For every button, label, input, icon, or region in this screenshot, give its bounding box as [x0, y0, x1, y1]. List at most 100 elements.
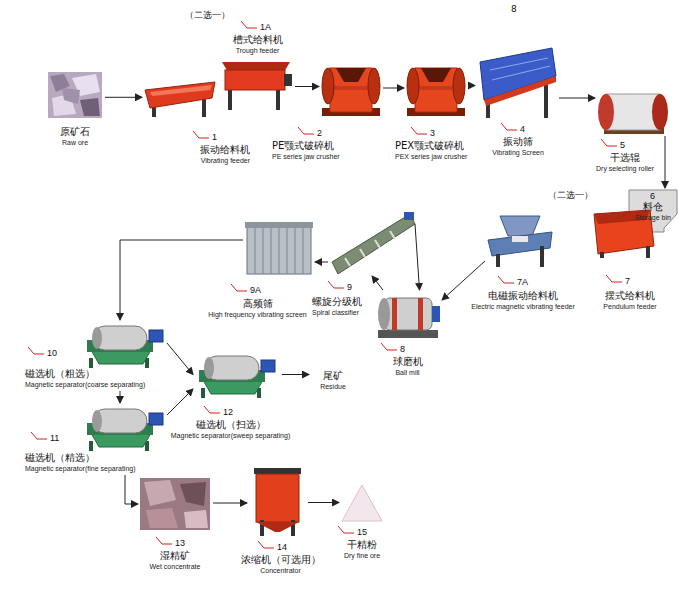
- equipment-node: 12磁选机（扫选）Magnetic separator(sweep separa…: [168, 352, 293, 441]
- english-name: Pendulum feeder: [585, 302, 675, 311]
- equipment-node: 1A槽式给料机Trough feeder: [215, 22, 300, 111]
- flow-arrow: [372, 276, 383, 290]
- callout-number: 2: [317, 128, 322, 138]
- callout-number: 1A: [260, 22, 271, 32]
- equipment-node: 8 球磨机Ball mill: [360, 290, 455, 378]
- caption-block: 磁选机（粗选）Magnetic separator(coarse separat…: [25, 368, 195, 389]
- equipment-node: 11 磁选机（精选）Magnetic separator(fine separat…: [25, 405, 195, 474]
- equipment-node: 1 振动给料机Vibrating feeder: [140, 82, 250, 166]
- english-name: Magnetic separator(sweep separating): [168, 431, 293, 440]
- equipment-node: 7 摆式给料机Pendulum feeder: [585, 210, 675, 312]
- equipment-node: 原矿石Raw ore: [40, 70, 110, 148]
- chinese-name: 原矿石: [40, 126, 110, 138]
- flow-arrow: [282, 374, 309, 375]
- chinese-name: 槽式给料机: [215, 34, 300, 46]
- note-label: （二选一）: [185, 10, 230, 21]
- english-name: High frequency vibrating screen: [190, 310, 325, 319]
- picture-area: [322, 58, 380, 118]
- flow-arrow: [125, 475, 138, 504]
- chinese-name: 干选辊: [585, 152, 665, 164]
- english-name: Dry fine ore: [332, 551, 392, 560]
- chinese-name: 振动给料机: [140, 144, 250, 156]
- flow-arrow: [468, 85, 475, 86]
- picture-area: [375, 292, 440, 338]
- callout-number: 4: [520, 124, 525, 134]
- picture-area: [245, 222, 313, 277]
- chinese-name: 磁选机（精选）: [25, 452, 195, 464]
- caption-block: 浓缩机（可选用）Concentrator: [233, 554, 328, 575]
- flow-arrow: [415, 224, 420, 290]
- caption-block: 磁选机（扫选）Magnetic separator(sweep separati…: [168, 419, 293, 440]
- equipment-node: 5 干选辊Dry selecting roller: [585, 92, 665, 174]
- equipment-node: 4 振动筛Vibrating Screen: [478, 48, 558, 158]
- chinese-name: PE颚式破碎机: [272, 140, 392, 152]
- callout-number: 15: [357, 527, 367, 537]
- caption-block: 螺旋分级机Spiral classifier: [312, 296, 417, 317]
- english-name: Vibrating Screen: [478, 148, 558, 157]
- callout-number: 1: [212, 132, 217, 142]
- equipment-node: 10 磁选机（粗选）Magnetic separator(coarse separ…: [25, 322, 195, 390]
- caption-block: 高频筛High frequency vibrating screen: [190, 298, 325, 319]
- english-name: Vibrating feeder: [140, 156, 250, 165]
- flow-arrow: [120, 240, 243, 320]
- callout-number: 8: [511, 4, 517, 15]
- caption-block: 干精粉Dry fine ore: [332, 539, 392, 560]
- english-name: Magnetic separator(fine separating): [25, 464, 195, 473]
- flow-arrow: [167, 343, 193, 375]
- equipment-node: 6料仓Storage bin: [629, 190, 677, 233]
- caption-block: 原矿石Raw ore: [40, 126, 110, 147]
- callout-number: 8: [400, 344, 405, 354]
- chinese-name: 浓缩机（可选用）: [233, 554, 328, 566]
- equipment-node: 9A高频筛High frequency vibrating screen: [190, 222, 325, 320]
- picture-area: [220, 60, 292, 110]
- callout-number: 7: [625, 276, 630, 286]
- picture-area: [342, 485, 382, 521]
- picture-area: [140, 478, 210, 530]
- caption-block: 磁选机（精选）Magnetic separator(fine separatin…: [25, 452, 195, 473]
- picture-area: [83, 405, 165, 450]
- chinese-name: 湿精矿: [135, 550, 215, 562]
- caption-block: PE颚式破碎机PE series jaw crusher: [272, 140, 392, 161]
- equipment-node: 7A 电磁振动给料机Electric magnetic vibrating fee…: [462, 215, 584, 312]
- english-name: Raw ore: [40, 138, 110, 147]
- english-name: Concentrator: [233, 566, 328, 575]
- caption-block: 料仓Storage bin: [629, 201, 677, 222]
- caption-block: 摆式给料机Pendulum feeder: [585, 290, 675, 311]
- flow-arrow: [559, 98, 595, 99]
- callout-number: 11: [50, 433, 59, 443]
- picture-area: [478, 48, 556, 118]
- equipment-node: 14 浓缩机（可选用）Concentrator: [233, 468, 328, 576]
- caption-block: 湿精矿Wet concentrate: [135, 550, 215, 571]
- chinese-name: 高频筛: [190, 298, 325, 310]
- callout-number: 7A: [517, 277, 528, 287]
- english-name: Storage bin: [629, 213, 677, 222]
- callout-number: 14: [277, 542, 287, 552]
- chinese-name: 电磁振动给料机: [462, 290, 584, 302]
- chinese-name: 料仓: [629, 201, 677, 213]
- callout-number: 13: [175, 538, 185, 548]
- picture-area: [590, 210, 655, 258]
- caption-block: 球磨机Ball mill: [360, 356, 455, 377]
- caption-block: 振动筛Vibrating Screen: [478, 136, 558, 157]
- equipment-node: 2PE颚式破碎机PE series jaw crusher: [272, 56, 392, 162]
- english-name: PE series jaw crusher: [272, 152, 392, 161]
- flow-arrow: [315, 262, 328, 263]
- english-name: Wet concentrate: [135, 562, 215, 571]
- flow-arrow: [295, 86, 319, 87]
- callout-number: 5: [620, 140, 625, 150]
- caption-block: 电磁振动给料机Electric magnetic vibrating feede…: [462, 290, 584, 311]
- flow-arrow: [308, 502, 339, 503]
- caption-block: PEX颚式破碎机PEX series jaw crusher: [395, 140, 477, 161]
- chinese-name: 球磨机: [360, 356, 455, 368]
- chinese-name: 螺旋分级机: [312, 296, 417, 308]
- picture-area: [407, 58, 465, 118]
- chinese-name: 振动筛: [478, 136, 558, 148]
- caption-block: 尾矿Residue: [312, 370, 354, 391]
- english-name: Dry selecting roller: [585, 164, 665, 173]
- flow-arrow: [167, 389, 193, 415]
- flow-arrow: [665, 136, 666, 188]
- caption-block: 干选辊Dry selecting roller: [585, 152, 665, 173]
- chinese-name: 干精粉: [332, 539, 392, 551]
- flow-arrow: [105, 97, 142, 98]
- callout-number: 10: [47, 348, 57, 358]
